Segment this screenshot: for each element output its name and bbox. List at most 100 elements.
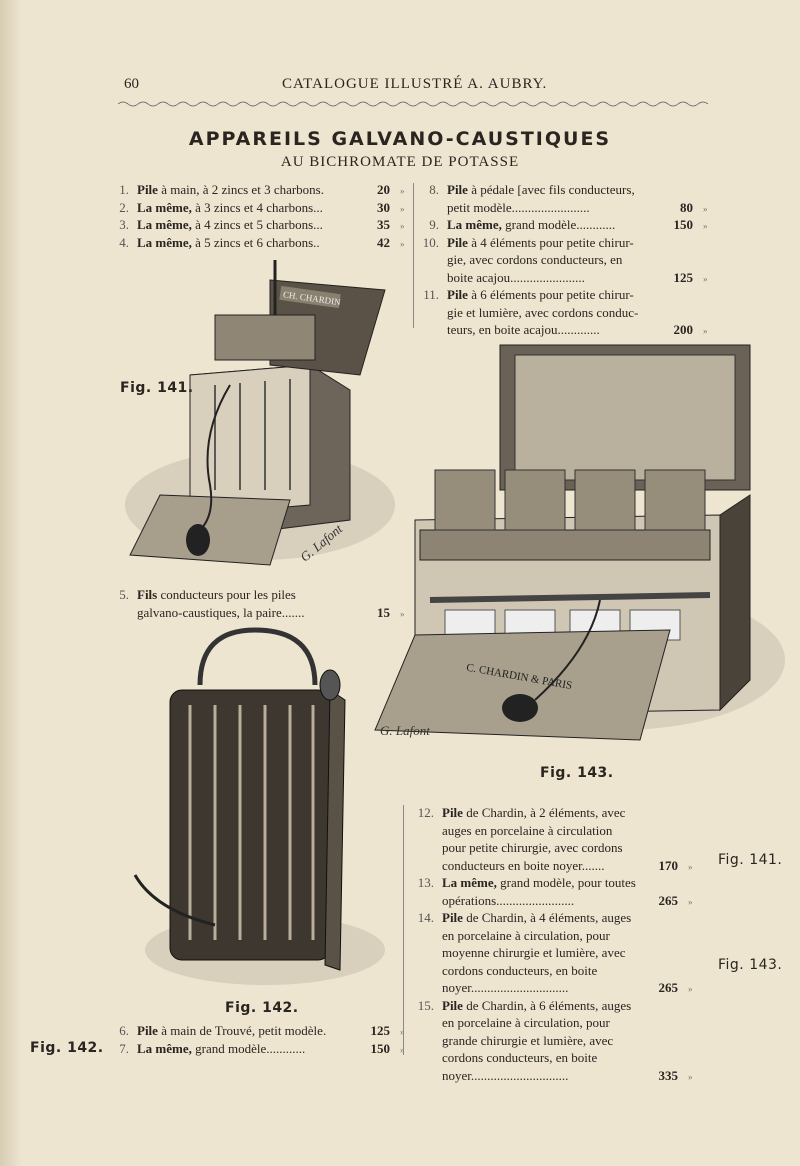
item-text: à main de Trouvé, petit modèle. (157, 1023, 327, 1038)
item-line: 10.Pile à 4 éléments pour petite chirur- (415, 234, 715, 252)
currency-mark: » (688, 1071, 693, 1082)
item-line: 9.La même, grand modèle............150» (415, 216, 715, 234)
item-number: 4. (119, 234, 129, 250)
item-line: galvano-caustiques, la paire....... 15 » (105, 604, 410, 622)
item-number: 5. (119, 587, 129, 602)
item-line: 5.Fils conducteurs pour les piles (105, 586, 410, 604)
catalogue-item: 13. La même, grand modèle, pour toutes opé… (410, 874, 710, 909)
item-text: noyer.............................. (442, 1067, 569, 1083)
item-price: 150 (370, 1040, 391, 1056)
item-number: 10. (422, 234, 439, 250)
item-text: à 6 éléments pour petite chirur- (467, 287, 634, 302)
figure-143-label: Fig. 143. (540, 765, 614, 781)
currency-mark: » (703, 203, 708, 214)
catalogue-item: 4. La même, à 5 zincs et 6 charbons.. 42 » (105, 234, 410, 252)
item-price: 80 (680, 199, 693, 215)
item-text: galvano-caustiques, la paire....... (137, 604, 305, 620)
item-text: à pédale [avec fils conducteurs, (467, 182, 635, 197)
brace-divider (403, 805, 404, 1055)
item-text: de Chardin, à 6 éléments, auges (462, 997, 632, 1013)
item-list-right-top: 8. Pile à pédale [avec fils conducteurs, p… (415, 181, 715, 339)
catalogue-item: 2.La même, à 3 zincs et 4 charbons...30» (105, 199, 410, 217)
figure-141-illustration: CH. CHARDIN G. Lafont (125, 260, 395, 566)
currency-mark: » (400, 238, 405, 249)
item-line: en porcelaine à circulation, pour (410, 927, 710, 945)
item-number: 2. (119, 199, 129, 215)
item-number: 13. (417, 875, 434, 890)
margin-ref-fig143: Fig. 143. (718, 957, 783, 973)
figure-143-illustration: C. CHARDIN & PARIS G. Lafont (374, 344, 785, 741)
item-price: 20 (377, 182, 390, 197)
item-text: à 4 éléments pour petite chirur- (467, 234, 634, 250)
item-text: à 5 zincs et 6 charbons.. (191, 234, 320, 250)
item-line: 11. Pile à 6 éléments pour petite chirur- (415, 286, 715, 304)
catalogue-item: 6. Pile à main de Trouvé, petit modèle. 12… (105, 1022, 410, 1040)
currency-mark: » (400, 221, 405, 231)
currency-mark: » (400, 608, 405, 619)
section-heading: APPAREILS GALVANO-CAUSTIQUES (188, 128, 612, 150)
catalogue-item: 3.La même, à 4 zincs et 5 charbons...35» (105, 216, 410, 234)
engraver-signature: G. Lafont (380, 723, 430, 738)
item-text: opérations........................ (442, 892, 575, 908)
item-text: conducteurs en boite noyer....... (442, 857, 605, 873)
item-text: à 4 zincs et 5 charbons... (191, 217, 323, 232)
item-price: 150 (673, 217, 694, 232)
item-text: en porcelaine à circulation, pour (442, 1015, 610, 1030)
item-price: 125 (673, 269, 694, 285)
item-text: de Chardin, à 2 éléments, avec (462, 805, 626, 820)
item-list-left-top: 1.Pile à main, à 2 zincs et 3 charbons.2… (105, 181, 410, 251)
item-text: auges en porcelaine à circulation (442, 822, 613, 838)
item-number: 8. (429, 182, 439, 197)
item-lead: Pile (137, 1023, 158, 1038)
item-lead: La même, (442, 875, 497, 890)
item-text: petit modèle........................ (447, 199, 590, 215)
item-price: 265 (658, 892, 679, 908)
currency-mark: » (400, 1044, 405, 1055)
figure-141-label: Fig. 141. (120, 380, 194, 396)
item-line: gie et lumière, avec cordons conduc- (415, 304, 715, 322)
item-price: 15 (377, 604, 390, 620)
currency-mark: » (688, 984, 693, 994)
item-line: 15.Pile de Chardin, à 6 éléments, auges (410, 997, 710, 1015)
currency-mark: » (688, 896, 693, 907)
item-lead: La même, (137, 234, 192, 250)
margin-ref-fig141: Fig. 141. (718, 852, 783, 868)
item-line: 4. La même, à 5 zincs et 6 charbons.. 42 » (105, 234, 410, 252)
catalogue-item: 8.Pile à pédale [avec fils conducteurs,p… (415, 181, 715, 216)
wavy-rule (118, 101, 708, 107)
item-line: 6. Pile à main de Trouvé, petit modèle. 12… (105, 1022, 410, 1040)
item-price: 42 (377, 234, 390, 250)
item-line: gie, avec cordons conducteurs, en (415, 251, 715, 269)
item-line: auges en porcelaine à circulation (410, 822, 710, 840)
figure-142-illustration (133, 627, 385, 985)
figure-142-label: Fig. 142. (225, 1000, 299, 1016)
catalogue-item: 7.La même, grand modèle............150» (105, 1040, 410, 1058)
item-line: grande chirurgie et lumière, avec (410, 1032, 710, 1050)
item-number: 6. (119, 1023, 129, 1038)
item-list-left-bottom: 6. Pile à main de Trouvé, petit modèle. 12… (105, 1022, 410, 1057)
item-lead: La même, (137, 199, 192, 215)
item-lead: Pile (447, 287, 468, 302)
item-price: 170 (658, 857, 679, 873)
item-line: opérations........................ 265 » (410, 892, 710, 910)
item-line: cordons conducteurs, en boite (410, 962, 710, 980)
item-number: 1. (119, 182, 129, 197)
item-line: 7.La même, grand modèle............150» (105, 1040, 410, 1058)
item-price: 35 (377, 217, 390, 232)
item-number: 11. (423, 287, 439, 302)
running-title: CATALOGUE ILLUSTRÉ A. AUBRY. (282, 76, 548, 92)
item-line: 12.Pile de Chardin, à 2 éléments, avec (410, 804, 710, 822)
page-binding-edge (0, 0, 22, 1166)
catalogue-item: 11. Pile à 6 éléments pour petite chirur-… (415, 286, 715, 339)
item-text: grand modèle, pour toutes (496, 875, 636, 890)
currency-mark: » (703, 326, 708, 336)
item-price: 125 (370, 1023, 391, 1038)
item-text: pour petite chirurgie, avec cordons (442, 840, 623, 855)
item-text: en porcelaine à circulation, pour (442, 927, 610, 943)
item-lead: Fils (137, 587, 158, 602)
item-line: petit modèle........................ 80 » (415, 199, 715, 217)
item-lead: Pile (442, 910, 463, 925)
item-text: moyenne chirurgie et lumière, avec (442, 945, 626, 960)
item-line: boite acajou.......................125» (415, 269, 715, 287)
